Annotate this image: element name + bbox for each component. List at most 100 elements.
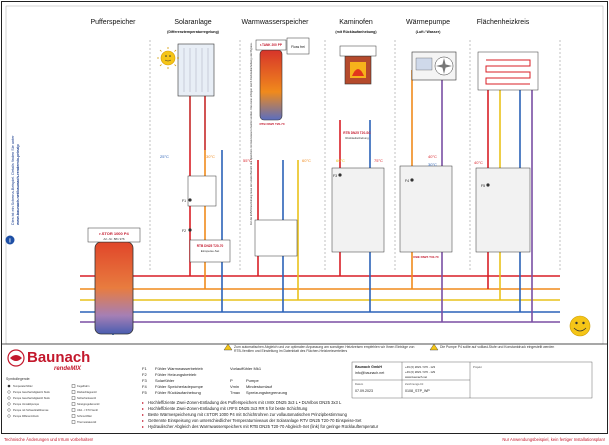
fuehler-1: F2 (142, 372, 147, 377)
sun-icon (157, 47, 179, 69)
ww-tank[interactable]: r.TANK 200 PP RTB DN25 T20-70 (255, 39, 287, 126)
temp-9: 40°C (474, 160, 483, 165)
sensor-f3: F3 (333, 174, 337, 178)
kamin-station (331, 167, 385, 253)
col-sub-waermepumpe: (Luft / Wasser) (416, 30, 442, 34)
temp-8: 30°C (428, 162, 437, 167)
pump-note-text: Die Pumpe P4 sollte auf volllast-Stufe u… (440, 345, 555, 349)
sensor-legend: F1 Fühler Warmwasserbetrieb F2 Fühler Heiz… (142, 366, 287, 395)
ww-sub: RTB DN25 T20-70 (259, 122, 284, 126)
svg-text:▸: ▸ (142, 406, 144, 411)
svg-text:Solarfühler: Solarfühler (155, 378, 175, 383)
tb-project-label: Projekt (473, 365, 482, 369)
center-note: Für die EMV/Umschaltung muss der untere … (249, 42, 253, 225)
solar-station (187, 175, 217, 207)
sensors: F1 F2 F3 F4 F5 (182, 173, 490, 233)
solar-collector[interactable] (177, 43, 215, 97)
svg-text:Pumpe Umwälzpumpe: Pumpe Umwälzpumpe (13, 402, 40, 406)
temp-4: 60°C (302, 158, 311, 163)
svg-text:▸: ▸ (142, 424, 144, 429)
ww-station (254, 219, 298, 257)
col-title-flaechenheizkreis: Flächenheizkreis (477, 19, 530, 26)
fuehler-r2k: Vmin (230, 384, 239, 389)
bullet-4: Hydraulischer Abgleich des Warmwasserspe… (148, 424, 379, 429)
svg-text:Strangregulierventil: Strangregulierventil (77, 402, 100, 406)
svg-text:Pumpe: Pumpe (246, 378, 259, 383)
fh-station (475, 167, 531, 253)
svg-text:Kugelhahn: Kugelhahn (77, 384, 90, 388)
tb-date: 07.09.2023 (355, 389, 373, 393)
brand-sub: rendeMIX (54, 366, 82, 372)
bullet-1: Hochleffiziente Zwei-Zonen-Entladung mit… (148, 406, 308, 411)
svg-text:▸: ▸ (142, 412, 144, 417)
side-text-line1: Dies ist ein Schema-Beispiel. Details fi… (11, 135, 15, 225)
fuehler-4: F5 (142, 390, 147, 395)
legend-title: Symbollegende: (6, 377, 30, 381)
sensor-f1: F1 (182, 199, 186, 203)
svg-text:Pumpe Geschwindigkeit/2 Stufe: Pumpe Geschwindigkeit/2 Stufe (13, 396, 50, 400)
svg-text:▸: ▸ (142, 418, 144, 423)
svg-text:i: i (9, 239, 11, 245)
col-title-solaranlage: Solaranlage (174, 19, 211, 26)
kamin-sub: RTB DN25 T20-SC (343, 131, 371, 135)
svg-text:Für die EMV/Umschaltung muss d: Für die EMV/Umschaltung muss der untere … (249, 42, 253, 225)
sensor-f5: F5 (481, 184, 485, 188)
col-title-pufferspeicher: Pufferspeicher (90, 19, 136, 26)
rtb-einspeise-set (189, 239, 231, 263)
svg-text:Rückschlagventil: Rückschlagventil (77, 390, 97, 394)
col-title-waermepumpe: Wärmepumpe (406, 19, 450, 26)
temp-7: 40°C (428, 154, 437, 159)
top-note: Zum automatischen Abgleich und zur optim… (223, 343, 414, 353)
wp-sub: RBE DN25 T40-70 (413, 255, 439, 259)
fuehler-r0: Vorlauffühler Mk1 (230, 366, 262, 371)
bullet-2: Beste Wärmespeicherung mit r.STOR 1000 P… (148, 412, 348, 417)
svg-text:Fühler Heizungsbetrieb: Fühler Heizungsbetrieb (155, 372, 197, 377)
fuehler-0: F1 (142, 366, 147, 371)
heatpump[interactable] (411, 51, 457, 81)
floor-heating[interactable] (477, 51, 539, 91)
legend-icons: Temperaturfühler Pumpe Geschwindigkeit/1… (7, 384, 100, 424)
fuehler-r3k: Tmax (230, 390, 240, 395)
fuehler-3: F4 (142, 384, 147, 389)
svg-text:Fühler Speicherladepumpe: Fühler Speicherladepumpe (155, 384, 204, 389)
svg-text:Pumpe Differenzdruck: Pumpe Differenzdruck (13, 414, 39, 418)
title-block: Baunach GmbH info@baunach.net Datum 07.0… (351, 361, 593, 399)
rtb-label: RTB DN25 T20-70 (197, 244, 224, 248)
kaminofen[interactable] (339, 45, 377, 85)
logo: Baunach rendeMIX (7, 349, 90, 372)
kamin-sub2: Rücklaufanhebung (345, 136, 369, 140)
temp-1: 25°C (160, 154, 169, 159)
wp-station (399, 165, 453, 253)
info-icon[interactable] (5, 235, 15, 245)
temp-2: 30°C (206, 154, 215, 159)
tb-date-label: Datum (355, 382, 364, 386)
col-sub-kaminofen: (mit Rücklaufanhebung) (335, 30, 377, 34)
tb-addr: Baunach GmbH (355, 365, 382, 369)
svg-text:Pumpe mit Schwerkraftbremse: Pumpe mit Schwerkraftbremse (13, 408, 49, 412)
buffer-art: Art.-Nr. 881 976 (103, 237, 125, 241)
flow-badge: Fluss frei (286, 37, 310, 55)
svg-text:▸: ▸ (142, 400, 144, 405)
bullet-0: Hochleffiziente Zwei-Zonen-Entladung des… (148, 400, 342, 405)
svg-text:Fühler Warmwasserbetrieb: Fühler Warmwasserbetrieb (155, 366, 204, 371)
fuehler-r1k: P (230, 378, 233, 383)
svg-text:Pumpe Geschwindigkeit/1 Stufe: Pumpe Geschwindigkeit/1 Stufe (13, 390, 50, 394)
sensor-f4: F4 (405, 179, 409, 183)
col-title-warmwasserspeicher: Warmwasserspeicher (241, 19, 309, 26)
side-text-line2[interactable]: www.baunach.net/baunach-rendemix-prinzip (16, 144, 20, 226)
fuehler-2: F3 (142, 378, 147, 383)
tb-web: www.baunach.net (405, 375, 427, 379)
rtb-label2: Einspeise-Set (201, 249, 220, 253)
pump-note: Die Pumpe P4 sollte auf volllast-Stufe u… (429, 343, 555, 351)
svg-text:Temperaturfühler: Temperaturfühler (13, 384, 33, 388)
buffer-tank[interactable]: r.STOR 1000 P4 Art.-Nr. 881 976 (87, 227, 141, 335)
brand-name: Baunach (27, 349, 90, 366)
smiley-icon (569, 315, 591, 337)
temp-3: 55°C (243, 158, 252, 163)
tb-drawing: 0108_STP_WP (405, 389, 430, 393)
bullet-3: Getrennte Einspeisung von unterschiedlic… (148, 418, 362, 423)
tb-drawing-label: Zeichnungs-Nr. (405, 382, 424, 386)
footer-left: Technische Änderungen und Irrtum vorbeha… (4, 437, 93, 442)
feature-bullets: ▸ Hochleffiziente Zwei-Zonen-Entladung de… (142, 400, 379, 429)
